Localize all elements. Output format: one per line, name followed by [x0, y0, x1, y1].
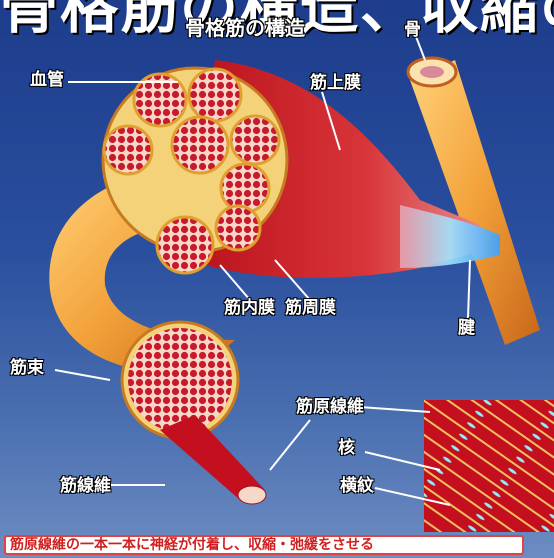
fascicle-cross-section — [122, 322, 238, 438]
label-nucleus: 核 — [338, 440, 355, 457]
label-tendon: 腱 — [458, 320, 475, 337]
label-myofibril: 筋原線維 — [296, 399, 364, 416]
label-endomysium: 筋内膜 — [224, 300, 275, 317]
label-perimysium: 筋周膜 — [285, 300, 336, 317]
label-blood-vessel: 血管 — [30, 72, 64, 89]
myofibril-panel — [424, 400, 554, 532]
label-muscle-fiber: 筋線維 — [60, 478, 111, 495]
label-striation: 横紋 — [340, 478, 374, 495]
bone-shape — [408, 58, 540, 345]
label-fascicle: 筋束 — [10, 360, 44, 377]
label-epimysium: 筋上膜 — [310, 75, 361, 92]
diagram-title: 骨格筋の構造 — [185, 12, 305, 41]
caption-banner: 筋原線維の一本一本に神経が付着し、収縮・弛緩をさせる — [4, 535, 524, 555]
label-bone: 骨 — [404, 22, 421, 39]
